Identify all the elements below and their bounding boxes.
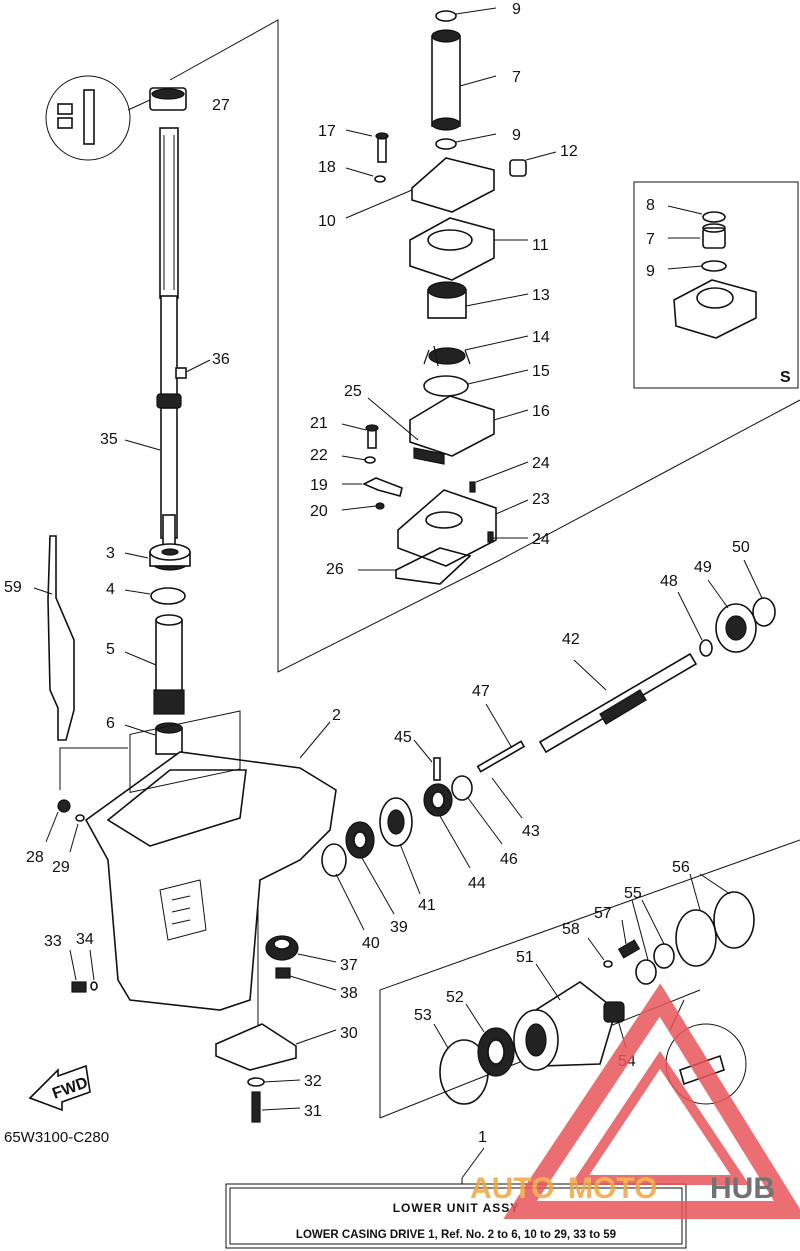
- callout-38: 38: [340, 985, 358, 1002]
- callout-44: 44: [468, 875, 486, 892]
- watermark-auto: AUTO: [470, 1172, 554, 1205]
- callout-24: 24: [532, 455, 550, 472]
- callout-48: 48: [660, 573, 678, 590]
- prop-shaft-housing: [433, 873, 755, 1105]
- callout-43: 43: [522, 823, 540, 840]
- inset-callout-7: 7: [646, 231, 655, 248]
- watermark-logo: AUTO MOTO HUB: [470, 983, 800, 1219]
- callout-59: 59: [4, 579, 22, 596]
- callout-19: 19: [310, 477, 328, 494]
- callout-29: 29: [52, 859, 70, 876]
- callout-9: 9: [512, 1, 521, 18]
- callout-23: 23: [532, 491, 550, 508]
- callout-1: 1: [478, 1129, 487, 1146]
- callout-53: 53: [414, 1007, 432, 1024]
- callout-25: 25: [344, 383, 362, 400]
- callout-labels: 9 7 27 17 9 12 18 10 11 13 14 36 15 25 1…: [4, 1, 791, 1146]
- title-box-title: LOWER UNIT ASSY: [393, 1201, 520, 1215]
- shaft-bearings: [124, 543, 191, 755]
- drive-shaft-assembly: [45, 75, 211, 546]
- callout-6: 6: [106, 715, 115, 732]
- callout-4: 4: [106, 581, 115, 598]
- callout-26: 26: [326, 561, 344, 578]
- callout-33: 33: [44, 933, 62, 950]
- drawing-code: 65W3100-C280: [4, 1129, 109, 1146]
- callout-50: 50: [732, 539, 750, 556]
- callout-47: 47: [472, 683, 490, 700]
- fwd-arrow: [28, 1064, 91, 1112]
- shift-rod: [33, 535, 75, 741]
- inset-box-s: [633, 181, 799, 389]
- inset-callout-s: S: [780, 369, 791, 386]
- callout-41: 41: [418, 897, 436, 914]
- callout-2: 2: [332, 707, 341, 724]
- callout-9: 9: [512, 127, 521, 144]
- callout-40: 40: [362, 935, 380, 952]
- callout-30: 30: [340, 1025, 358, 1042]
- callout-16: 16: [532, 403, 550, 420]
- callout-49: 49: [694, 559, 712, 576]
- lower-casing: [45, 710, 337, 1011]
- callout-32: 32: [304, 1073, 322, 1090]
- callout-51: 51: [516, 949, 534, 966]
- inset-callout-9: 9: [646, 263, 655, 280]
- callout-18: 18: [318, 159, 336, 176]
- title-box: LOWER UNIT ASSY LOWER CASING DRIVE 1, Re…: [225, 1147, 687, 1249]
- propeller-shaft-assembly: [321, 559, 776, 931]
- watermark-hub: HUB: [710, 1172, 775, 1205]
- pinion-gear: [265, 935, 337, 991]
- callout-57: 57: [594, 905, 612, 922]
- callout-5: 5: [106, 641, 115, 658]
- inset-callout-8: 8: [646, 197, 655, 214]
- watermark-moto: MOTO: [568, 1172, 657, 1205]
- title-box-subtitle: LOWER CASING DRIVE 1, Ref. No. 2 to 6, 1…: [296, 1229, 616, 1241]
- callout-34: 34: [76, 931, 94, 948]
- callout-28: 28: [26, 849, 44, 866]
- callout-22: 22: [310, 447, 328, 464]
- callout-20: 20: [310, 503, 328, 520]
- callout-31: 31: [304, 1103, 322, 1120]
- callout-39: 39: [390, 919, 408, 936]
- callout-55: 55: [624, 885, 642, 902]
- callout-27: 27: [212, 97, 230, 114]
- callout-21: 21: [310, 415, 328, 432]
- callout-35: 35: [100, 431, 118, 448]
- callout-17: 17: [318, 123, 336, 140]
- callout-45: 45: [394, 729, 412, 746]
- callout-3: 3: [106, 545, 115, 562]
- callout-11: 11: [532, 237, 549, 254]
- callout-24: 24: [532, 531, 550, 548]
- callout-56: 56: [672, 859, 690, 876]
- callout-14: 14: [532, 329, 550, 346]
- callout-52: 52: [446, 989, 464, 1006]
- anode-and-bolt: [215, 1023, 337, 1123]
- callout-37: 37: [340, 957, 358, 974]
- water-pump-assembly: [341, 7, 557, 585]
- callout-46: 46: [500, 851, 518, 868]
- callout-10: 10: [318, 213, 336, 230]
- callout-58: 58: [562, 921, 580, 938]
- callout-12: 12: [560, 143, 578, 160]
- callout-15: 15: [532, 363, 550, 380]
- callout-7: 7: [512, 69, 521, 86]
- callout-13: 13: [532, 287, 550, 304]
- callout-42: 42: [562, 631, 580, 648]
- callout-36: 36: [212, 351, 230, 368]
